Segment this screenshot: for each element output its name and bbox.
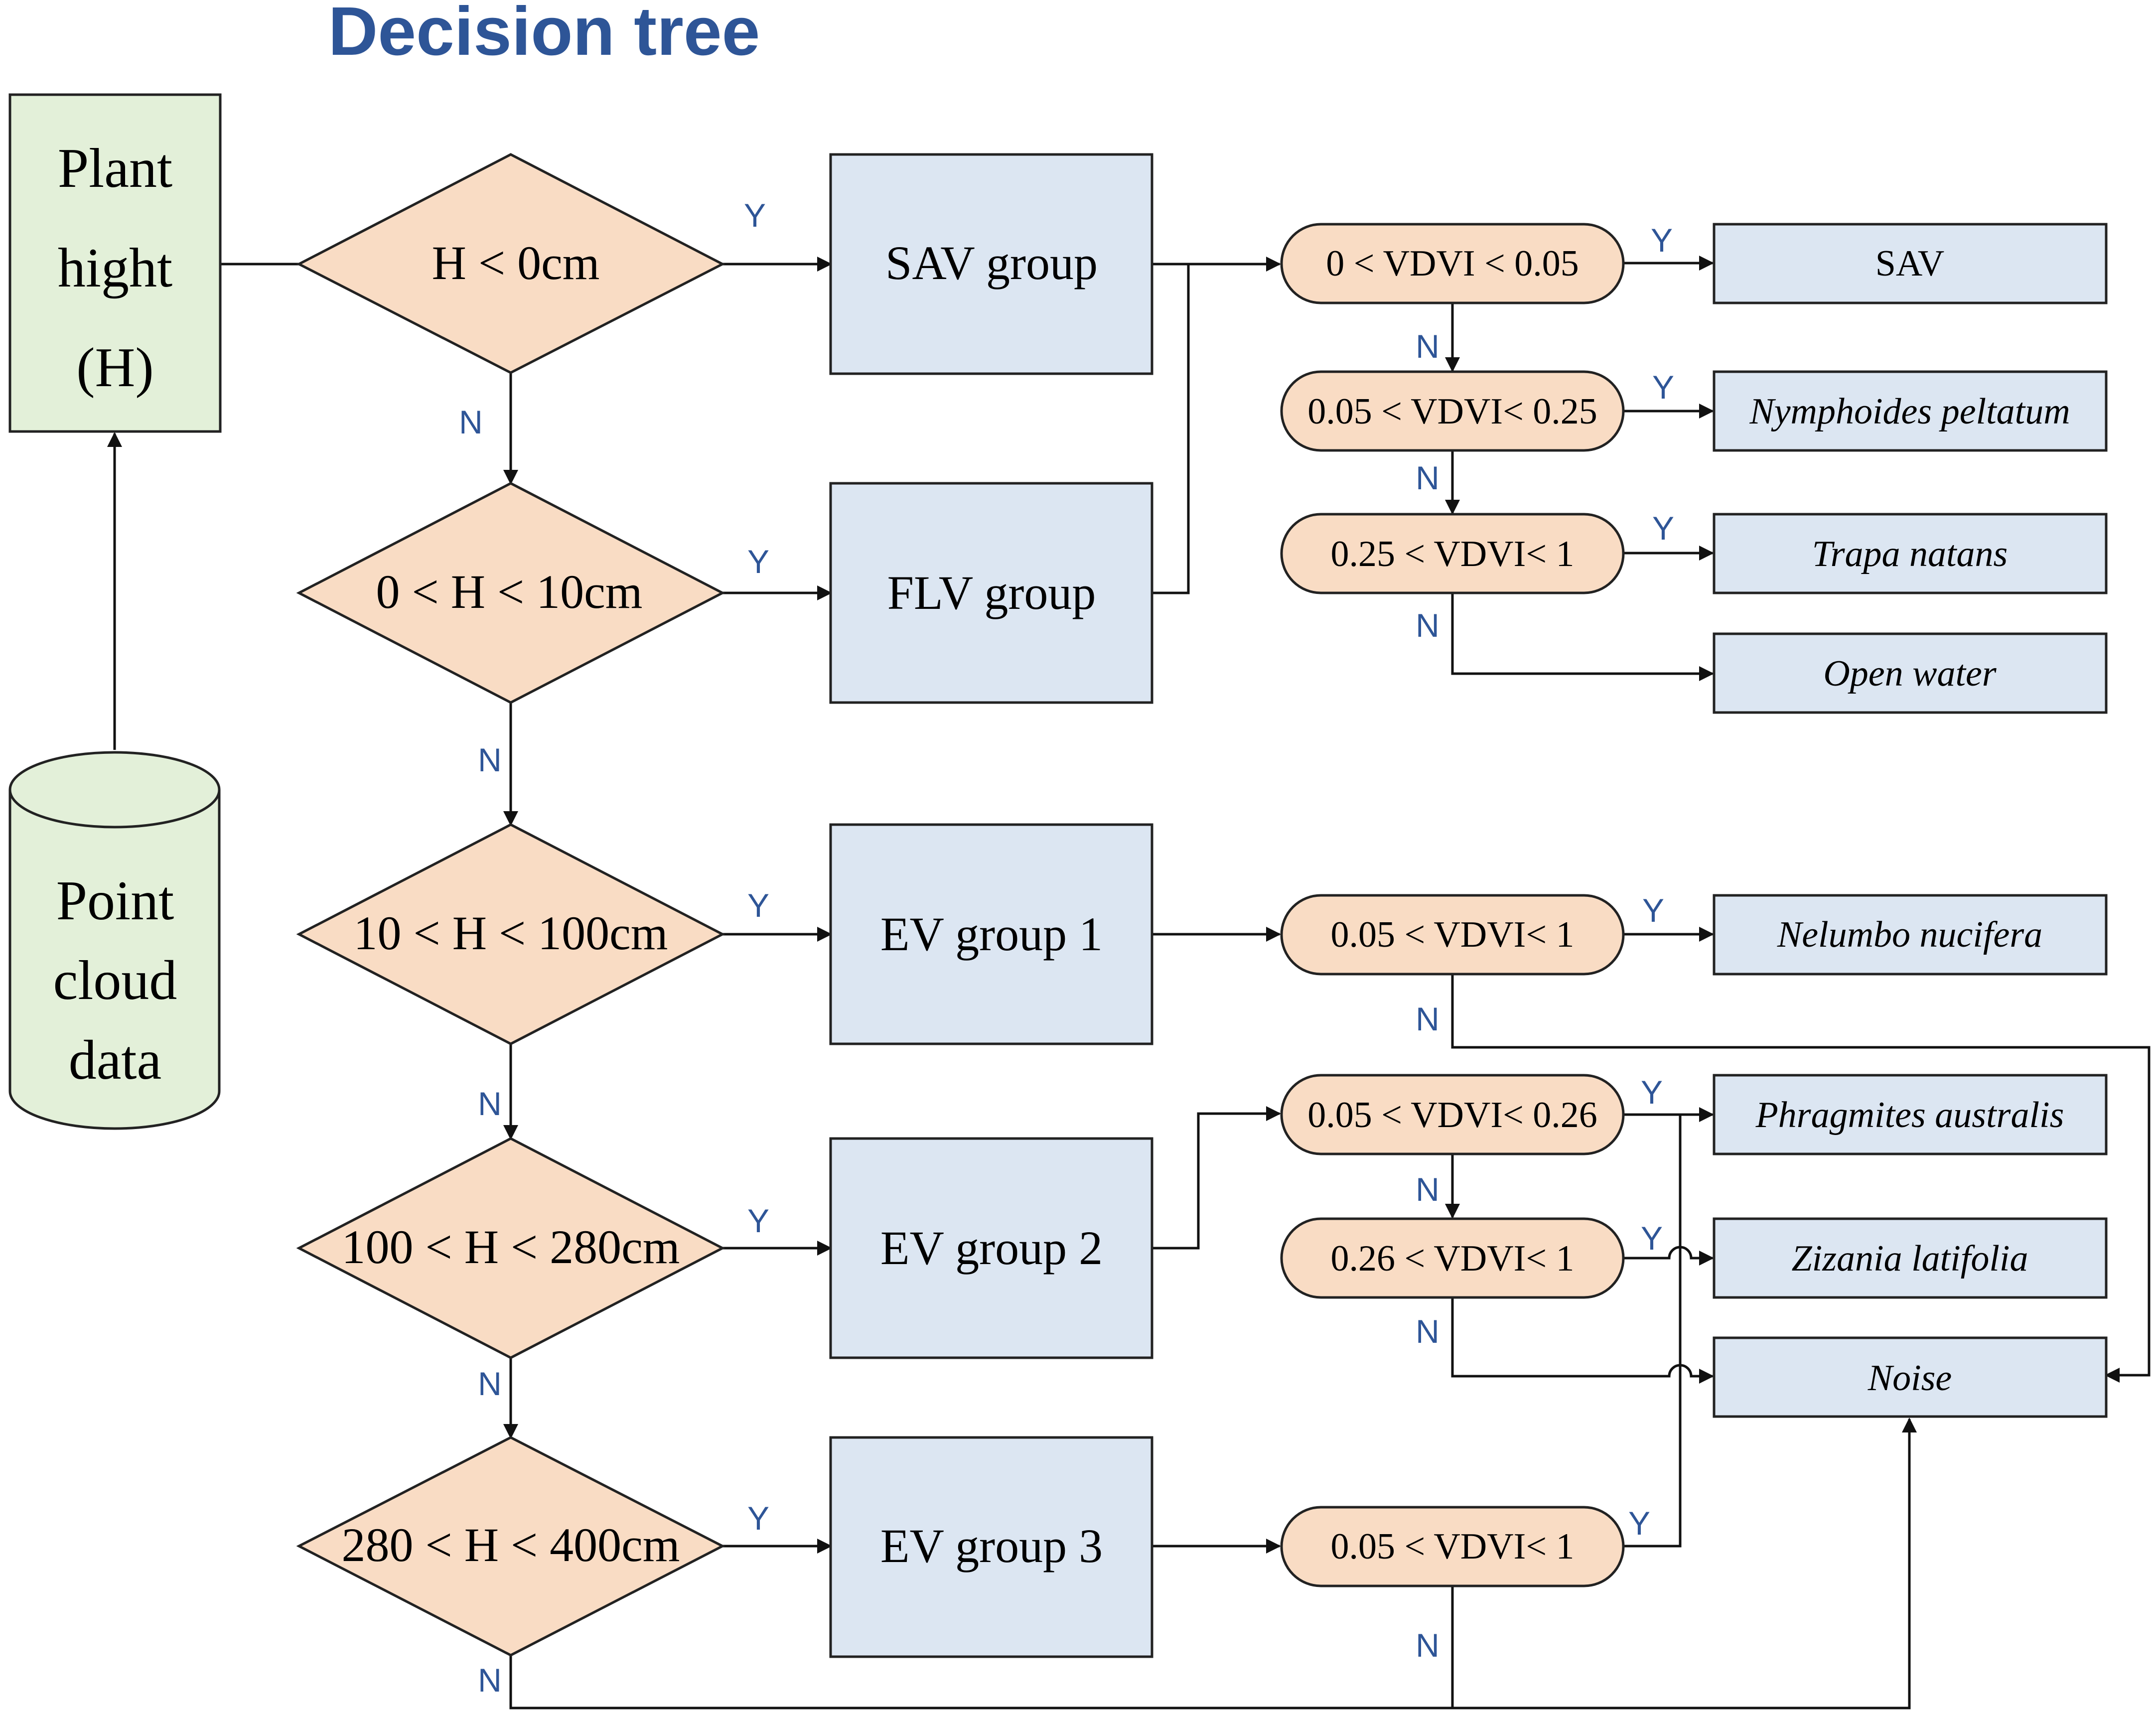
label-y-v6: Y	[1641, 1220, 1663, 1257]
branch-labels: Y Y Y Y Y N N N N N Y Y Y Y Y Y Y N N N …	[459, 197, 1674, 1699]
label-n-h5: N	[478, 1662, 502, 1699]
label-y-v2: Y	[1652, 369, 1674, 406]
label-n-v2: N	[1416, 459, 1439, 496]
point-cloud-line-3: data	[69, 1029, 162, 1091]
vdvi-conditions: 0 < VDVI < 0.05 0.05 < VDVI< 0.25 0.25 <…	[1280, 223, 1625, 1587]
diamond-h4-label: 100 < H < 280cm	[342, 1220, 680, 1274]
connector-ev2-v5	[1152, 1106, 1281, 1250]
class-sav-label: SAV	[1875, 243, 1945, 284]
label-y-v5: Y	[1641, 1074, 1663, 1111]
label-n-h3: N	[478, 1085, 502, 1122]
height-diamonds: H < 0cm 0 < H < 10cm 10 < H < 100cm 100 …	[296, 153, 725, 1657]
class-noise-label: Noise	[1868, 1358, 1952, 1399]
label-n-v5: N	[1416, 1171, 1439, 1208]
label-y-h3: Y	[747, 887, 769, 924]
label-n-h2: N	[478, 741, 502, 778]
vdvi-v5-label: 0.05 < VDVI< 0.26	[1307, 1095, 1597, 1136]
diamond-h3-label: 10 < H < 100cm	[354, 906, 668, 960]
class-phragmites-label: Phragmites australis	[1755, 1095, 2064, 1136]
label-y-v7: Y	[1628, 1505, 1650, 1542]
connectors	[107, 256, 2151, 1710]
class-nymphoides: Nymphoides peltatum	[1713, 370, 2108, 452]
group-sav-label: SAV group	[885, 236, 1098, 289]
vdvi-v2: 0.05 < VDVI< 0.25	[1280, 370, 1625, 452]
class-trapa-label: Trapa natans	[1812, 534, 2008, 574]
label-y-v1: Y	[1651, 222, 1673, 259]
group-boxes: SAV group FLV group EV group 1 EV group …	[829, 153, 1153, 1658]
vdvi-v5: 0.05 < VDVI< 0.26	[1280, 1074, 1625, 1155]
plant-height-line-1: Plant	[58, 138, 172, 199]
class-nymphoides-label: Nymphoides peltatum	[1749, 391, 2070, 432]
label-n-v6: N	[1416, 1313, 1439, 1350]
diamond-h3: 10 < H < 100cm	[296, 823, 725, 1045]
vdvi-v3-label: 0.25 < VDVI< 1	[1330, 534, 1574, 574]
group-ev2-label: EV group 2	[880, 1221, 1103, 1275]
class-zizania-label: Zizania latifolia	[1792, 1238, 2028, 1279]
vdvi-v1-label: 0 < VDVI < 0.05	[1326, 243, 1579, 284]
group-ev2: EV group 2	[829, 1137, 1153, 1359]
vdvi-v2-label: 0.05 < VDVI< 0.25	[1307, 391, 1597, 432]
label-n-v7: N	[1416, 1627, 1439, 1664]
vdvi-v3: 0.25 < VDVI< 1	[1280, 513, 1625, 594]
class-nelumbo: Nelumbo nucifera	[1713, 894, 2108, 976]
connector-v6-zizania	[1623, 1246, 1714, 1266]
vdvi-v7-label: 0.05 < VDVI< 1	[1330, 1526, 1574, 1567]
group-ev1-label: EV group 1	[880, 907, 1103, 961]
class-boxes: SAV Nymphoides peltatum Trapa natans Ope…	[1713, 223, 2108, 1418]
group-flv-label: FLV group	[887, 566, 1096, 619]
diamond-h2: 0 < H < 10cm	[296, 482, 725, 704]
diagram-title: Decision tree	[328, 0, 760, 70]
class-trapa: Trapa natans	[1713, 513, 2108, 594]
class-open-water-label: Open water	[1823, 653, 1997, 694]
class-nelumbo-label: Nelumbo nucifera	[1777, 914, 2042, 955]
group-ev3-label: EV group 3	[880, 1519, 1103, 1572]
label-y-h5: Y	[747, 1500, 769, 1537]
label-y-v4: Y	[1642, 892, 1664, 929]
connector-v3-openwater	[1451, 593, 1714, 681]
vdvi-v6: 0.26 < VDVI< 1	[1280, 1217, 1625, 1299]
connector-h5-noise	[509, 1418, 1917, 1710]
diamond-h2-label: 0 < H < 10cm	[376, 565, 643, 618]
label-n-h1: N	[459, 404, 483, 440]
vdvi-v7: 0.05 < VDVI< 1	[1280, 1506, 1625, 1587]
group-flv: FLV group	[829, 482, 1153, 704]
vdvi-v4: 0.05 < VDVI< 1	[1280, 894, 1625, 976]
label-y-h1: Y	[744, 197, 766, 234]
point-cloud-line-1: Point	[56, 870, 174, 932]
diamond-h1: H < 0cm	[296, 153, 725, 374]
vdvi-v6-label: 0.26 < VDVI< 1	[1330, 1238, 1574, 1279]
vdvi-v1: 0 < VDVI < 0.05	[1280, 223, 1625, 304]
connector-v6-noise	[1451, 1298, 1714, 1384]
class-phragmites: Phragmites australis	[1713, 1074, 2108, 1155]
diamond-h1-label: H < 0cm	[432, 236, 600, 289]
diamond-h4: 100 < H < 280cm	[296, 1137, 725, 1359]
plant-height-line-2: hight	[58, 237, 172, 299]
connector-flv-v1	[1152, 264, 1190, 594]
group-sav: SAV group	[829, 153, 1153, 375]
label-n-v4: N	[1416, 1000, 1439, 1037]
class-sav: SAV	[1713, 223, 2108, 304]
plant-height-line-3: (H)	[76, 337, 153, 399]
class-noise: Noise	[1713, 1336, 2108, 1418]
plant-height-box: Plant hight (H)	[8, 93, 222, 433]
group-ev3: EV group 3	[829, 1436, 1153, 1658]
diamond-h5-label: 280 < H < 400cm	[342, 1518, 680, 1571]
label-y-h4: Y	[747, 1202, 769, 1239]
class-open-water: Open water	[1713, 632, 2108, 714]
connector-v7-phragmites	[1623, 1115, 1682, 1548]
label-n-v1: N	[1416, 328, 1439, 365]
connector-v4-noise	[1451, 974, 2151, 1383]
label-n-v3: N	[1416, 607, 1439, 644]
vdvi-v4-label: 0.05 < VDVI< 1	[1330, 914, 1574, 955]
point-cloud-cylinder: Point cloud data	[8, 751, 221, 1130]
class-zizania: Zizania latifolia	[1713, 1217, 2108, 1299]
diamond-h5: 280 < H < 400cm	[296, 1436, 725, 1657]
label-y-h2: Y	[747, 543, 769, 580]
point-cloud-line-2: cloud	[53, 950, 177, 1011]
group-ev1: EV group 1	[829, 823, 1153, 1045]
label-n-h4: N	[478, 1365, 502, 1402]
label-y-v3: Y	[1652, 510, 1674, 547]
